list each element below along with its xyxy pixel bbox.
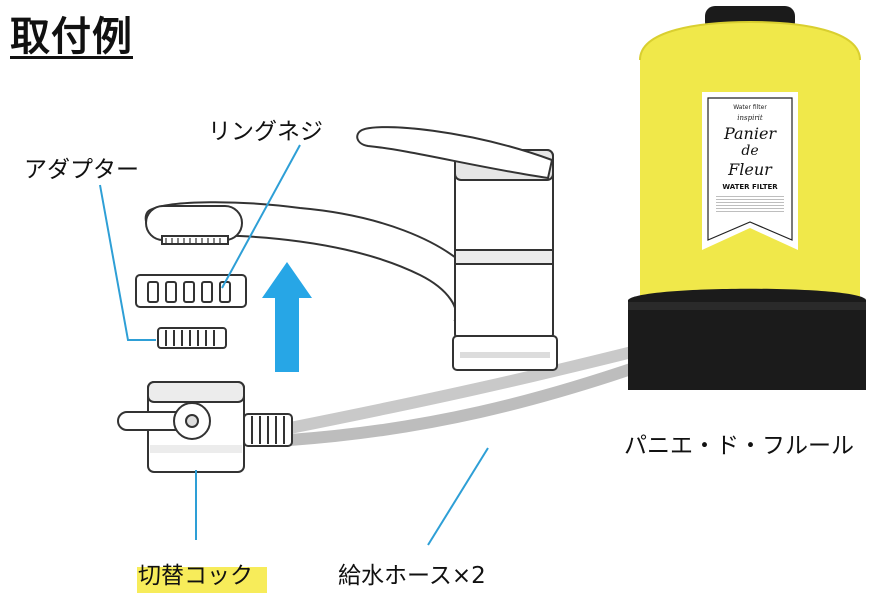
aerator-teeth — [165, 238, 221, 244]
filter-label-top-text: Water filter — [733, 104, 767, 111]
filter-label-brand-3: Fleur — [728, 160, 772, 179]
ring-screw-leader — [221, 144, 301, 289]
page-title: 取付例 — [10, 14, 133, 60]
adapter-leader — [99, 184, 156, 341]
adapter-label: アダプター — [24, 157, 139, 183]
switch-cock-part — [117, 381, 293, 473]
switch-cock-label: 切替コック — [138, 563, 253, 589]
filter-label-brand-small: inspirit — [737, 114, 763, 122]
filter-label-brand-1: Panier — [723, 124, 777, 143]
switch-cock-highlight — [137, 567, 267, 593]
ring-screw-label: リングネジ — [208, 119, 323, 145]
faucet — [144, 126, 558, 371]
product-label: パニエ・ド・フルール — [624, 433, 854, 459]
filter-label-brand-2: de — [741, 143, 759, 159]
filter-label-fine-print — [716, 194, 784, 214]
supply-hose-leader — [427, 447, 489, 546]
adapter-part — [157, 327, 227, 349]
supply-hose-front — [284, 360, 646, 446]
ring-screw-part — [135, 274, 247, 308]
assembly-arrow — [262, 262, 312, 372]
filter-label-subtitle: WATER FILTER — [722, 183, 778, 191]
supply-hose-label: 給水ホース×2 — [338, 563, 486, 589]
supply-hose-back — [284, 344, 646, 434]
